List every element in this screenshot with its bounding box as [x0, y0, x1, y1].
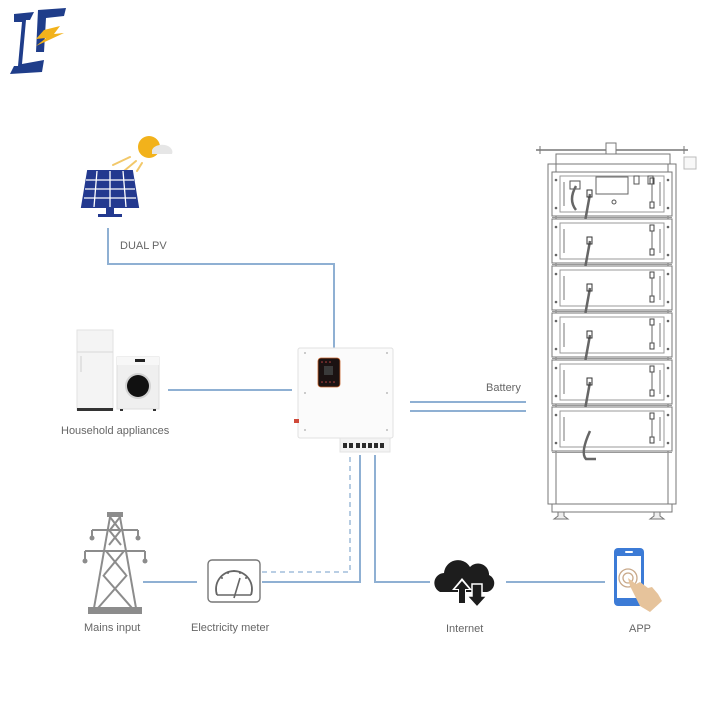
battery-rack-icon — [536, 142, 697, 520]
label-mains-input: Mains input — [84, 622, 141, 634]
label-household-appliances: Household appliances — [61, 425, 170, 437]
smartphone-touch-icon — [614, 548, 662, 612]
label-app: APP — [629, 623, 652, 635]
battery-module — [551, 406, 673, 453]
battery-module — [551, 359, 673, 432]
battery-module — [551, 265, 673, 338]
line-pv-inverter — [107, 228, 335, 348]
label-pv: DUAL PV — [120, 240, 167, 252]
solar-panel-icon — [80, 136, 173, 217]
battery-module — [551, 218, 673, 291]
electricity-meter-icon — [207, 559, 261, 603]
battery-cable — [570, 185, 578, 211]
power-tower-icon — [82, 512, 148, 614]
line-meter-inverter — [262, 455, 361, 583]
hybrid-inverter-icon — [294, 347, 394, 453]
brand-logo — [10, 8, 66, 74]
battery-module — [551, 312, 673, 385]
battery-cable — [582, 430, 596, 461]
line-meter-inverter-dashed — [262, 455, 351, 573]
label-electricity-meter: Electricity meter — [191, 622, 270, 634]
label-battery: Battery — [486, 382, 521, 394]
line-inverter-internet — [374, 455, 430, 583]
appliances-icon — [76, 329, 160, 411]
label-internet: Internet — [446, 623, 484, 635]
connection-lines — [107, 228, 605, 583]
cloud-upload-download-icon — [434, 560, 495, 609]
